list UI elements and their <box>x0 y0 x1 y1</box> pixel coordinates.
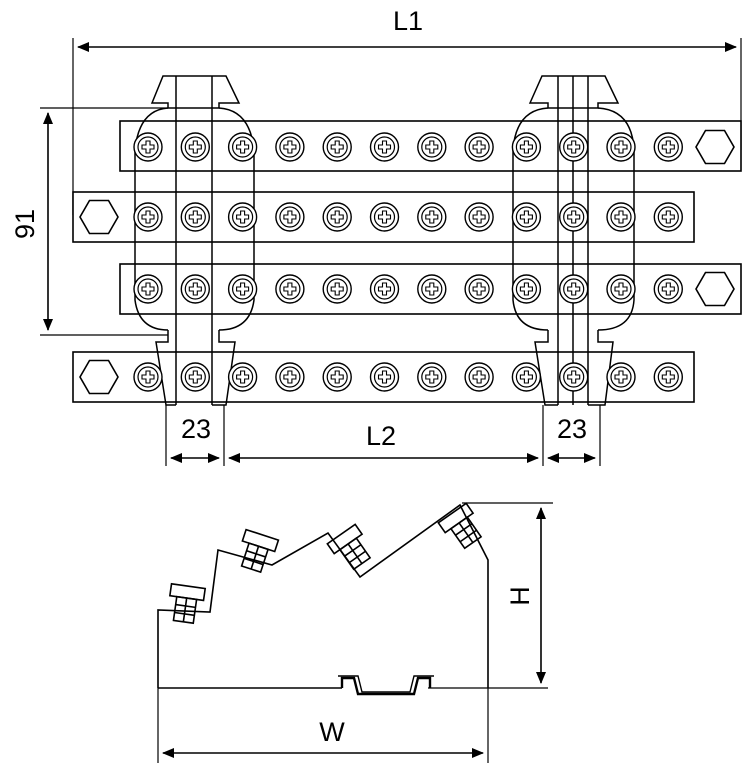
screw-icon <box>464 362 494 392</box>
bolt-2-icon <box>240 528 280 574</box>
screw-icon <box>322 202 352 232</box>
screw-icon <box>322 274 352 304</box>
screw-icon <box>275 274 305 304</box>
top-view <box>40 38 742 466</box>
bar-group <box>72 120 742 403</box>
screw-group <box>79 129 735 395</box>
screw-icon <box>653 202 683 232</box>
screw-icon <box>511 202 542 232</box>
bus-bar <box>119 120 742 172</box>
screw-icon <box>180 274 211 304</box>
screw-icon <box>180 202 211 232</box>
bolt-3-icon <box>326 523 372 571</box>
screw-icon <box>275 202 305 232</box>
screw-icon <box>133 362 163 392</box>
screw-icon <box>322 362 352 392</box>
screw-icon <box>417 132 447 162</box>
screw-icon <box>417 202 447 232</box>
label-23-left: 23 <box>181 414 211 444</box>
side-view <box>157 502 553 763</box>
label-91: 91 <box>10 209 40 239</box>
screw-icon <box>180 132 211 162</box>
screw-icon <box>606 362 636 392</box>
dimension-w <box>157 688 489 763</box>
screw-icon <box>133 274 163 304</box>
label-23-right: 23 <box>557 414 587 444</box>
screw-icon <box>369 274 400 304</box>
screw-icon <box>511 132 542 162</box>
din-rail-icon <box>340 676 432 696</box>
screw-icon <box>464 202 494 232</box>
screw-icon <box>559 132 589 162</box>
hex-nut-icon <box>79 359 119 395</box>
label-l1: L1 <box>393 6 423 36</box>
hex-nut-icon <box>695 129 735 165</box>
screw-icon <box>559 274 589 304</box>
screw-icon <box>511 274 542 304</box>
screw-icon <box>464 274 494 304</box>
screw-icon <box>369 362 400 392</box>
screw-icon <box>227 132 258 162</box>
screw-icon <box>606 274 636 304</box>
screw-icon <box>653 362 683 392</box>
screw-icon <box>653 274 683 304</box>
screw-icon <box>322 132 352 162</box>
screw-icon <box>227 362 258 392</box>
screw-icon <box>606 132 636 162</box>
label-l2: L2 <box>366 421 396 451</box>
screw-icon <box>606 202 636 232</box>
screw-icon <box>464 132 494 162</box>
screw-icon <box>227 274 258 304</box>
profile-outline <box>157 503 489 688</box>
screw-icon <box>369 202 400 232</box>
screw-icon <box>417 274 447 304</box>
screw-icon <box>369 132 400 162</box>
screw-icon <box>275 362 305 392</box>
dimension-bottom <box>165 405 601 466</box>
screw-icon <box>133 202 163 232</box>
dimension-h <box>462 502 553 684</box>
screw-icon <box>511 362 542 392</box>
dimension-91 <box>40 107 168 336</box>
bolt-4-icon <box>437 502 483 550</box>
label-w: W <box>319 717 345 747</box>
screw-icon <box>559 362 589 392</box>
screw-icon <box>559 202 589 232</box>
screw-icon <box>653 132 683 162</box>
hex-nut-icon <box>695 271 735 307</box>
clamp-right <box>512 75 635 406</box>
clamp-left <box>134 75 255 406</box>
screw-icon <box>180 362 211 392</box>
hex-nut-icon <box>79 199 119 235</box>
label-h: H <box>505 586 535 606</box>
screw-icon <box>275 132 305 162</box>
bolt-1-icon <box>168 582 207 625</box>
screw-icon <box>417 362 447 392</box>
screw-icon <box>133 132 163 162</box>
screw-icon <box>227 202 258 232</box>
